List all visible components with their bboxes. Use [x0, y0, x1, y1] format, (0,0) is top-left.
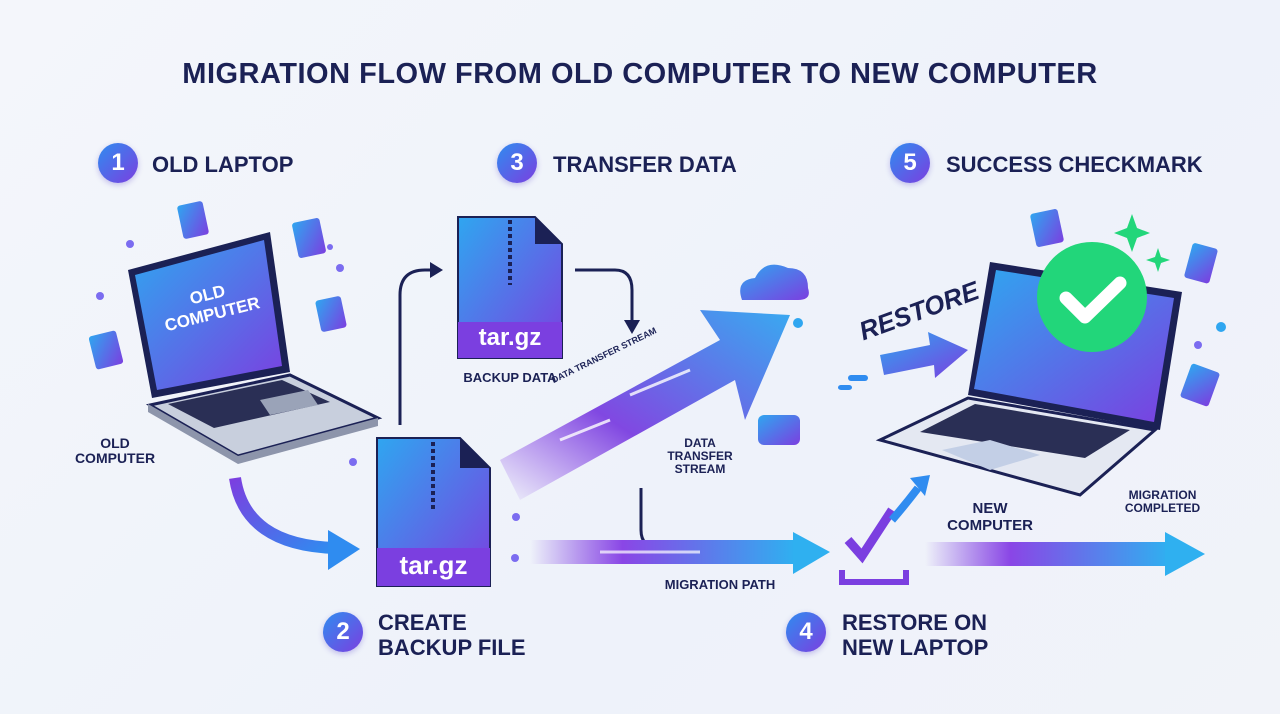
step-2-label-line1: CREATE — [378, 610, 467, 635]
restore-check-icon — [844, 507, 896, 564]
restore-arrow — [880, 332, 968, 378]
floating-file-icons — [88, 201, 1220, 407]
backup-archive-ext: tar.gz — [478, 324, 542, 351]
completed-line1: MIGRATION — [1128, 488, 1197, 502]
archive-ext: tar.gz — [399, 550, 468, 580]
migration-path-label: MIGRATION PATH — [664, 577, 776, 592]
drive-icon — [758, 415, 800, 445]
new-caption-line2: COMPUTER — [947, 517, 1033, 534]
step-5-badge: 5 — [890, 143, 930, 183]
page-title: MIGRATION FLOW FROM OLD COMPUTER TO NEW … — [182, 58, 1098, 90]
step-1-label: OLD LAPTOP — [152, 152, 294, 177]
stream-line3: STREAM — [674, 462, 726, 476]
curve-arrow — [229, 476, 336, 554]
decorative-dots — [96, 240, 1226, 562]
stream-line2: TRANSFER — [667, 449, 733, 463]
sparkle-icon — [1114, 214, 1170, 272]
step-2-badge: 2 — [323, 612, 363, 652]
data-transfer-stream-arrow — [500, 310, 790, 500]
step-4-badge: 4 — [786, 612, 826, 652]
new-caption-line1: NEW — [972, 500, 1008, 517]
step-1-badge: 1 — [98, 143, 138, 183]
step-3-label: TRANSFER DATA — [553, 152, 737, 177]
step-2-label-line2: BACKUP FILE — [378, 635, 526, 660]
step-4-label-line1: RESTORE ON — [842, 610, 988, 635]
archive-backup-icon — [457, 216, 563, 359]
backup-data-caption: BACKUP DATA — [463, 370, 557, 385]
old-caption-line2: COMPUTER — [74, 450, 156, 466]
step-3-badge: 3 — [497, 143, 537, 183]
success-checkmark-icon — [1037, 242, 1147, 352]
old-caption-line1: OLD — [100, 435, 130, 451]
old-laptop-illustration — [128, 232, 383, 464]
archive-icon — [376, 437, 491, 587]
stream-line1: DATA — [684, 436, 716, 450]
step-5-label: SUCCESS CHECKMARK — [946, 152, 1203, 177]
completed-line2: COMPLETED — [1124, 501, 1201, 515]
step-4-label-line2: NEW LAPTOP — [842, 635, 989, 660]
cloud-download-icon — [740, 264, 809, 300]
